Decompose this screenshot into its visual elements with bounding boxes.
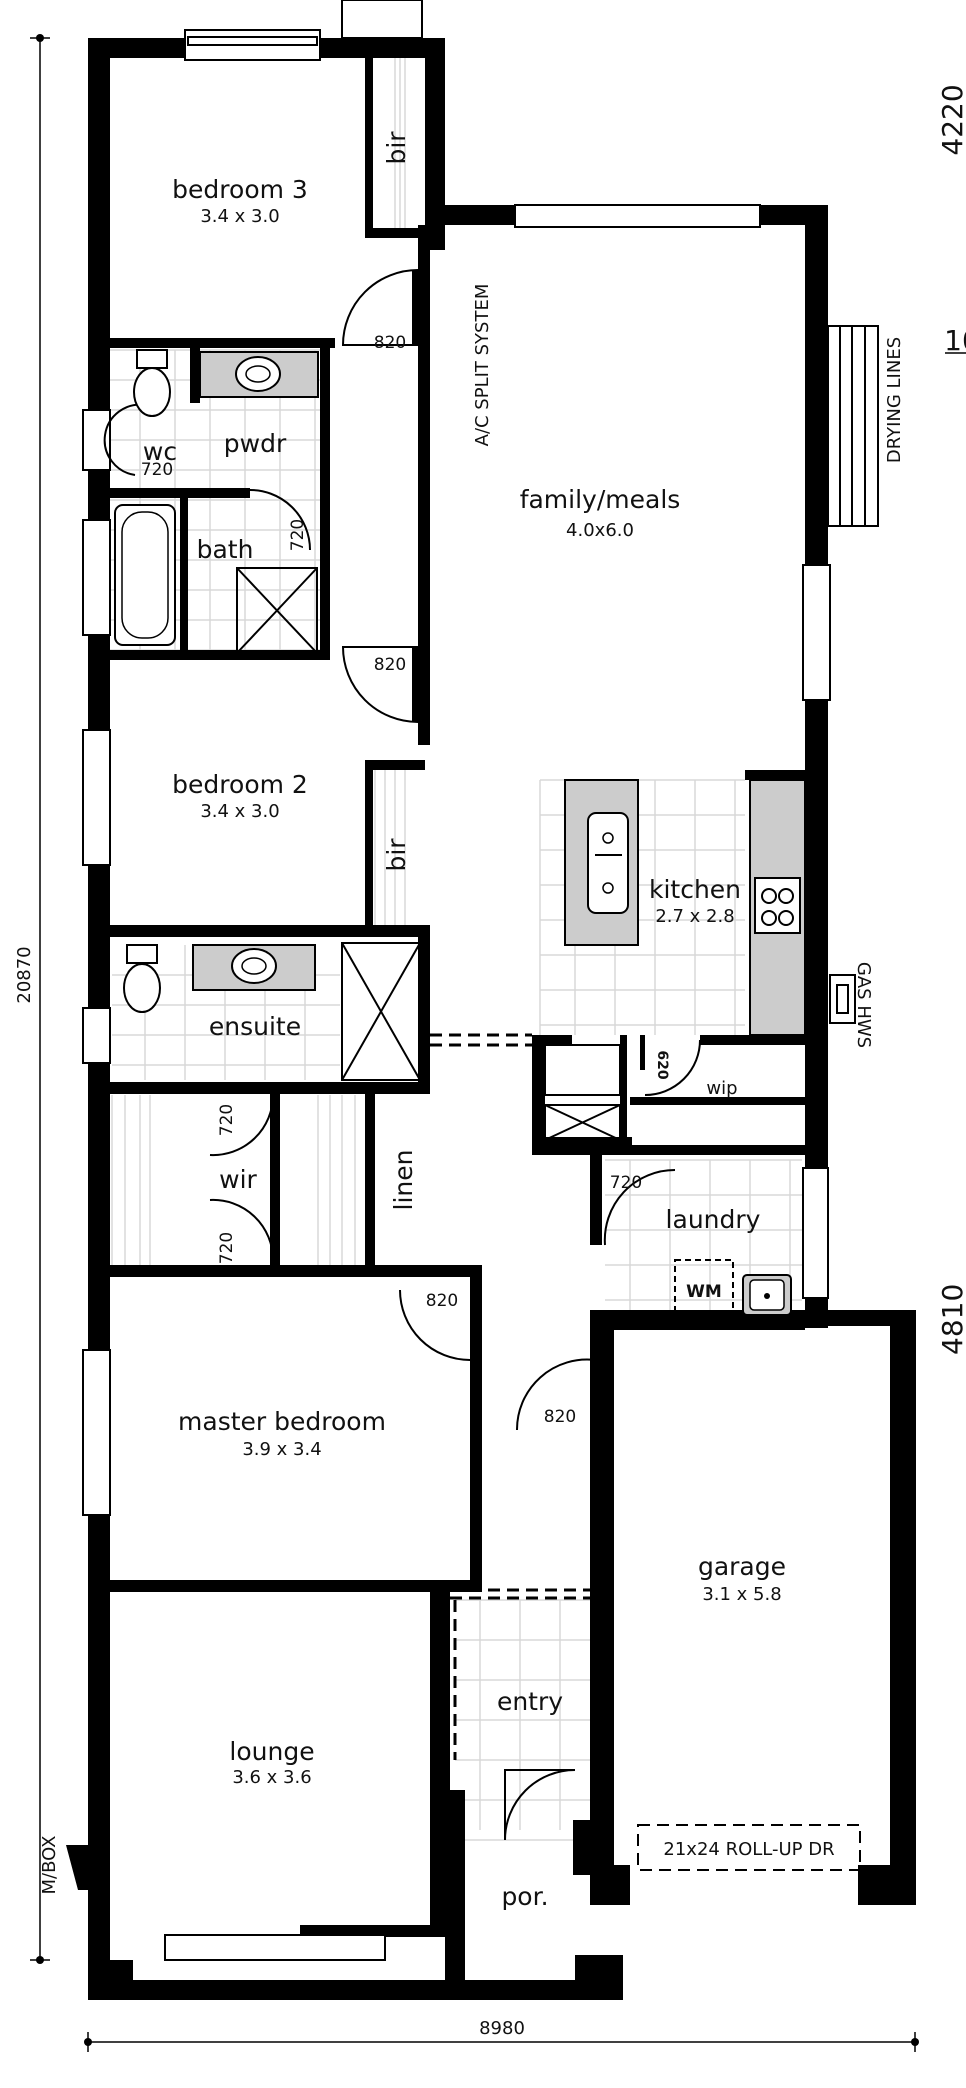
bir-top-label: bir — [382, 131, 411, 165]
toilet-wc — [136, 349, 168, 369]
window-lounge — [164, 1934, 386, 1961]
garage-name: garage — [698, 1552, 786, 1581]
dimension-lines — [30, 34, 966, 2052]
family-name: family/meals — [520, 485, 681, 514]
door-720-laundry: 720 — [610, 1173, 642, 1193]
window-ensuite — [82, 1007, 111, 1064]
door-labels: 820 720 720 820 620 720 720 720 820 820 — [141, 333, 670, 1427]
overall-length-label: 20870 — [14, 946, 35, 1003]
windows — [82, 0, 831, 1961]
shower-bath — [236, 567, 318, 654]
door-820-garage: 820 — [544, 1407, 576, 1427]
family-size: 4.0x6.0 — [566, 520, 634, 541]
room-labels: bedroom 3 3.4 x 3.0 family/meals 4.0x6.0… — [143, 175, 786, 1911]
dashed-openings — [320, 380, 590, 1760]
washing-machine — [674, 1259, 734, 1319]
entry-name: entry — [497, 1687, 563, 1716]
drying-lines — [827, 325, 879, 527]
door-820-bed3: 820 — [374, 333, 406, 353]
annotation-labels: bir bir A/C SPLIT SYSTEM DRYING LINES GA… — [39, 131, 905, 1895]
lounge-name: lounge — [229, 1737, 314, 1766]
window-family — [514, 204, 761, 228]
wc-name: wc — [143, 437, 177, 466]
toilet-ensuite — [126, 944, 158, 964]
lounge-size: 3.6 x 3.6 — [232, 1767, 311, 1788]
master-name: master bedroom — [178, 1407, 386, 1436]
door-720-wir-bot: 720 — [217, 1232, 237, 1264]
pantry-unit — [544, 1104, 621, 1141]
window-master — [82, 1349, 111, 1516]
shower-ensuite — [341, 942, 421, 1081]
right-mid-dim: 10 — [944, 324, 966, 357]
tiles-wc-pwdr-bath — [110, 349, 330, 651]
garage-size: 3.1 x 5.8 — [702, 1584, 781, 1605]
mbox-label: M/BOX — [39, 1836, 60, 1895]
mbox-unit — [66, 1845, 88, 1890]
dimension-labels: 20870 8980 4220 10 4810 — [14, 84, 966, 2039]
door-720-wir-top: 720 — [217, 1104, 237, 1136]
master-size: 3.9 x 3.4 — [242, 1439, 321, 1460]
wir-name: wir — [219, 1165, 257, 1194]
chimney-box — [341, 0, 423, 39]
tiles-laundry — [605, 1159, 802, 1320]
kitchen-fixtures — [544, 779, 806, 1141]
window-wc — [82, 409, 111, 471]
fridge-space — [544, 1044, 621, 1096]
bedroom3-size: 3.4 x 3.0 — [200, 206, 279, 227]
laundry-name: laundry — [666, 1205, 761, 1234]
right-bottom-dim: 4810 — [936, 1284, 966, 1355]
gas-hws-unit — [829, 974, 856, 1024]
window-east — [802, 564, 831, 701]
linen-name: linen — [389, 1150, 418, 1211]
window-laundry — [802, 1167, 829, 1299]
sink — [587, 812, 629, 914]
door-620-wip: 620 — [654, 1050, 670, 1079]
tiles-entry — [455, 1599, 590, 1841]
porch-name: por. — [501, 1882, 548, 1911]
kitchen-name: kitchen — [649, 875, 741, 904]
kitchen-size: 2.7 x 2.8 — [655, 906, 734, 927]
door-720-wc: 720 — [141, 460, 173, 480]
doors — [103, 269, 701, 1841]
ensuite-name: ensuite — [209, 1012, 301, 1041]
wm-label: WM — [686, 1282, 722, 1302]
bedroom2-name: bedroom 2 — [172, 770, 308, 799]
door-820-master: 820 — [426, 1291, 458, 1311]
robe-shelving — [111, 55, 406, 1265]
cooktop — [754, 877, 801, 934]
wip-name: wip — [706, 1078, 737, 1099]
ac-label: A/C SPLIT SYSTEM — [472, 284, 493, 447]
right-top-dim: 4220 — [936, 84, 966, 155]
overall-width-label: 8980 — [479, 2018, 525, 2039]
bathtub — [114, 504, 176, 646]
rollup-label: 21x24 ROLL-UP DR — [663, 1839, 834, 1860]
bath-name: bath — [197, 535, 254, 564]
gas-label: GAS HWS — [853, 962, 874, 1048]
bedroom3-name: bedroom 3 — [172, 175, 308, 204]
door-820-bed2: 820 — [374, 655, 406, 675]
bedroom2-size: 3.4 x 3.0 — [200, 801, 279, 822]
door-720-bath: 720 — [288, 519, 308, 551]
window-bath — [82, 519, 111, 636]
drying-label: DRYING LINES — [884, 337, 905, 463]
bir-mid-label: bir — [382, 838, 411, 872]
interior-walls — [110, 58, 822, 1937]
pwdr-name: pwdr — [224, 429, 287, 458]
window-bed2 — [82, 729, 111, 866]
fixtures — [114, 349, 421, 1081]
laundry-fixtures — [674, 1259, 792, 1319]
